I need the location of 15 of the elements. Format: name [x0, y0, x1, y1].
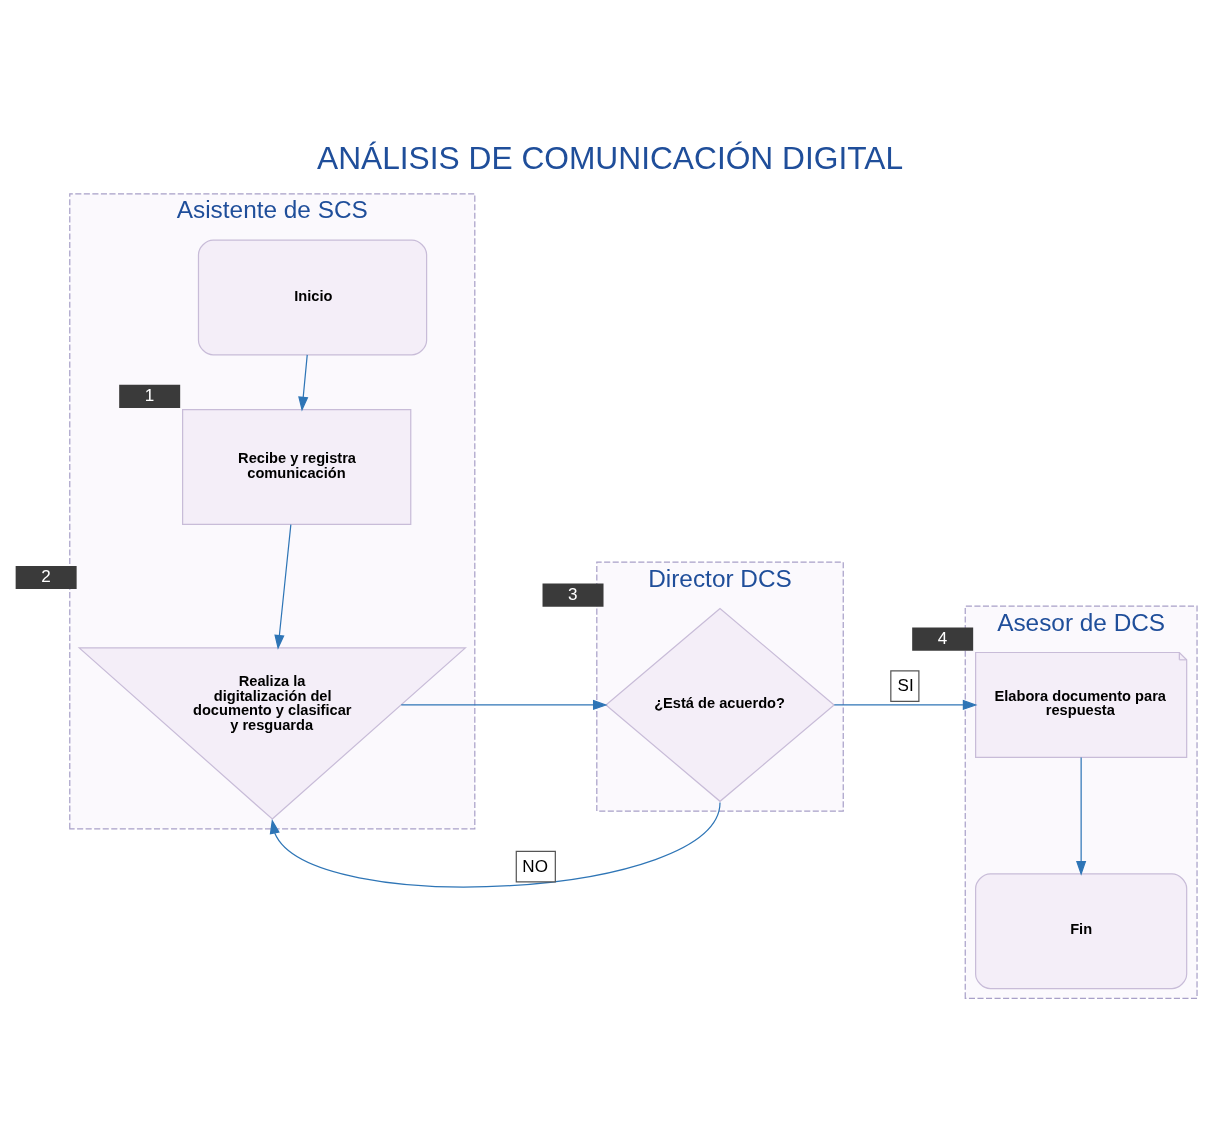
node-box: Fin	[975, 872, 1188, 989]
node-label: 2	[41, 566, 51, 586]
arrow	[274, 523, 292, 650]
node-label: 4	[937, 628, 948, 648]
arrow	[400, 699, 608, 710]
arrow	[833, 699, 978, 710]
arrow	[269, 801, 721, 888]
diagram-title: ANÁLISIS DE COMUNICACIÓN DIGITAL	[317, 139, 904, 176]
edge-label: NO	[522, 856, 548, 876]
edge-label: SI	[897, 675, 914, 695]
arrow	[298, 353, 309, 411]
node-label: 1	[144, 385, 155, 405]
node-label: 3	[568, 584, 578, 604]
node-box: Inicio	[197, 239, 428, 355]
arrow	[1076, 756, 1087, 876]
